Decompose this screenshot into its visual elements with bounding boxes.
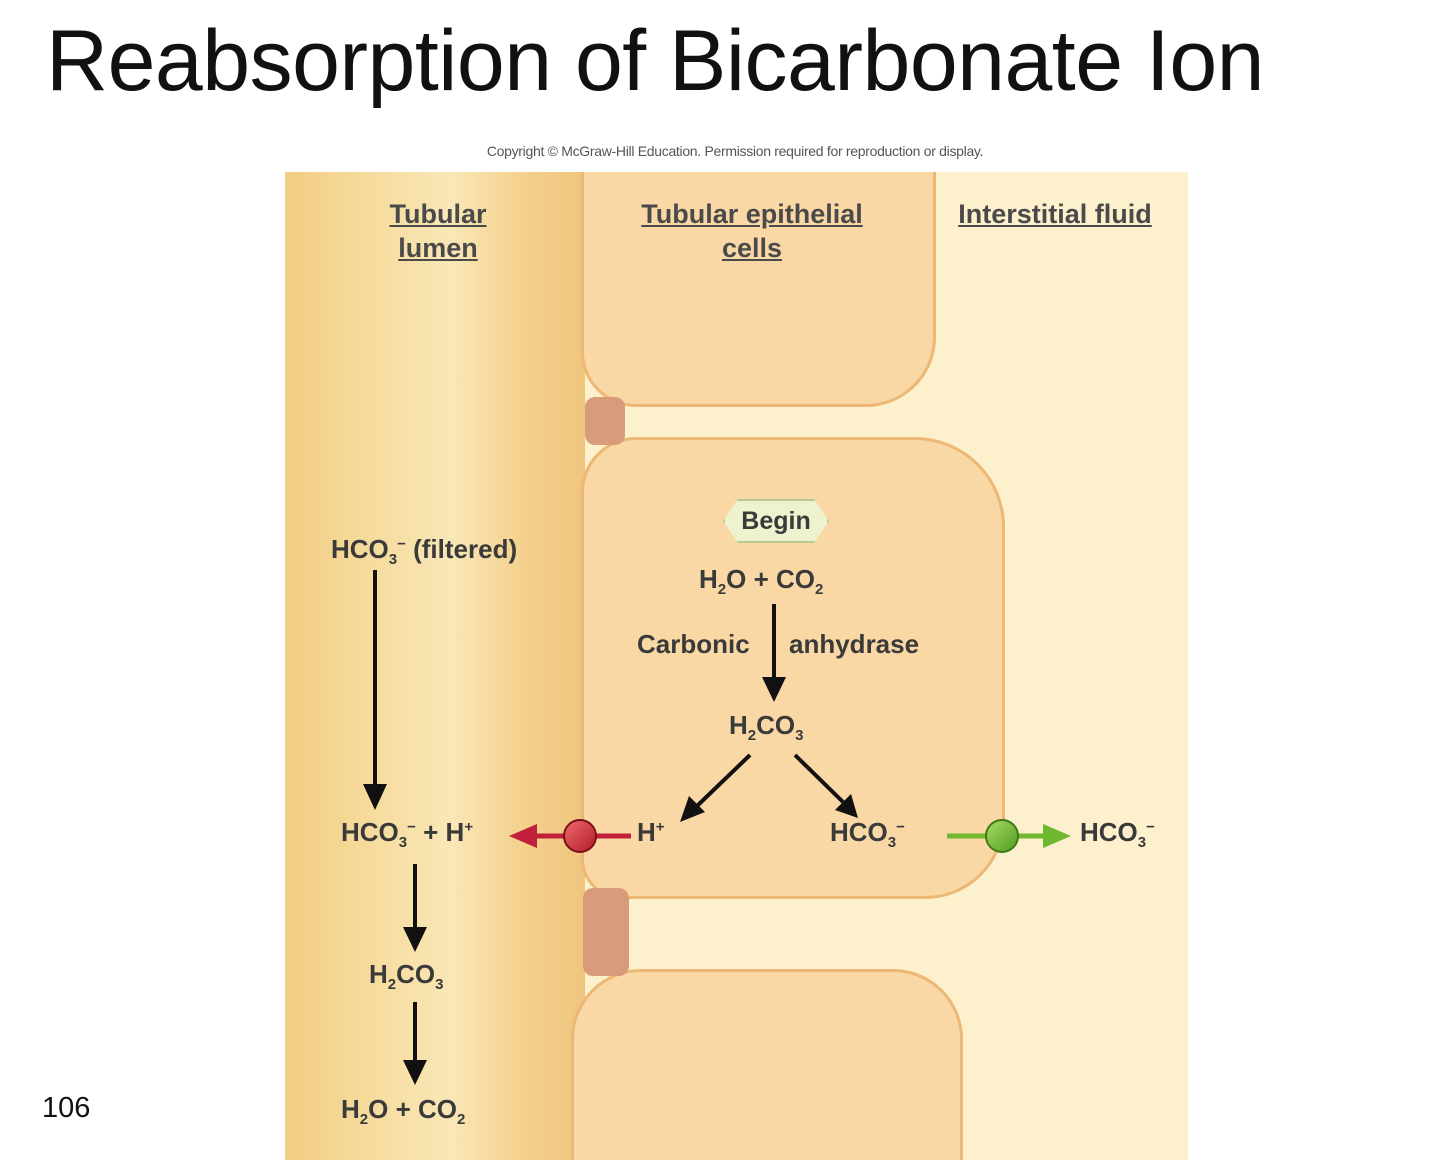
- label-h2co3-lumen: H2CO3: [369, 959, 444, 994]
- epithelial-cell-top: [581, 172, 936, 407]
- tight-junction: [585, 397, 625, 445]
- label-carbonic: Carbonic: [637, 629, 750, 659]
- begin-marker: Begin: [723, 499, 829, 543]
- label-h2o-co2-lumen: H2O + CO2: [341, 1094, 466, 1129]
- page-number: 106: [42, 1092, 91, 1124]
- pathway-arrows: [363, 570, 1071, 1085]
- hco3-transporter-icon: [985, 819, 1019, 853]
- label-hco3-filtered: HCO3− (filtered): [331, 534, 518, 569]
- label-h-ion-cell: H+: [637, 817, 665, 847]
- carbonic-anhydrase-arrow: [762, 604, 786, 702]
- lumen-arrow-to-h2co3: [403, 864, 427, 952]
- h2co3-to-h-arrow: [680, 753, 752, 822]
- label-anhydrase: anhydrase: [789, 629, 920, 659]
- label-h2o-co2-cell: H2O + CO2: [699, 564, 824, 599]
- lumen-arrow-to-h2o-co2: [403, 1002, 427, 1085]
- h2co3-to-hco3-arrow: [793, 753, 858, 818]
- tight-junction: [583, 888, 629, 976]
- label-hco3-cell: HCO3−: [830, 817, 905, 852]
- label-hco3-plus-h-lumen: HCO3− + H+: [341, 817, 474, 852]
- label-h2co3-cell: H2CO3: [729, 710, 804, 745]
- copyright-notice: Copyright © McGraw-Hill Education. Permi…: [486, 143, 984, 159]
- header-interstitial-fluid: Interstitial fluid: [958, 199, 1152, 229]
- h-ion-transporter-icon: [563, 819, 597, 853]
- slide-title: Reabsorption of Bicarbonate Ion: [46, 13, 1264, 109]
- epithelial-cell-bottom: [571, 969, 963, 1160]
- h-ion-secretion-arrow: [509, 819, 631, 853]
- tubular-lumen-region: [285, 172, 585, 1160]
- hco3-reabsorption-arrow: [947, 819, 1071, 853]
- label-hco3-interstitial: HCO3−: [1080, 817, 1155, 852]
- filtered-hco3-arrow: [363, 570, 387, 810]
